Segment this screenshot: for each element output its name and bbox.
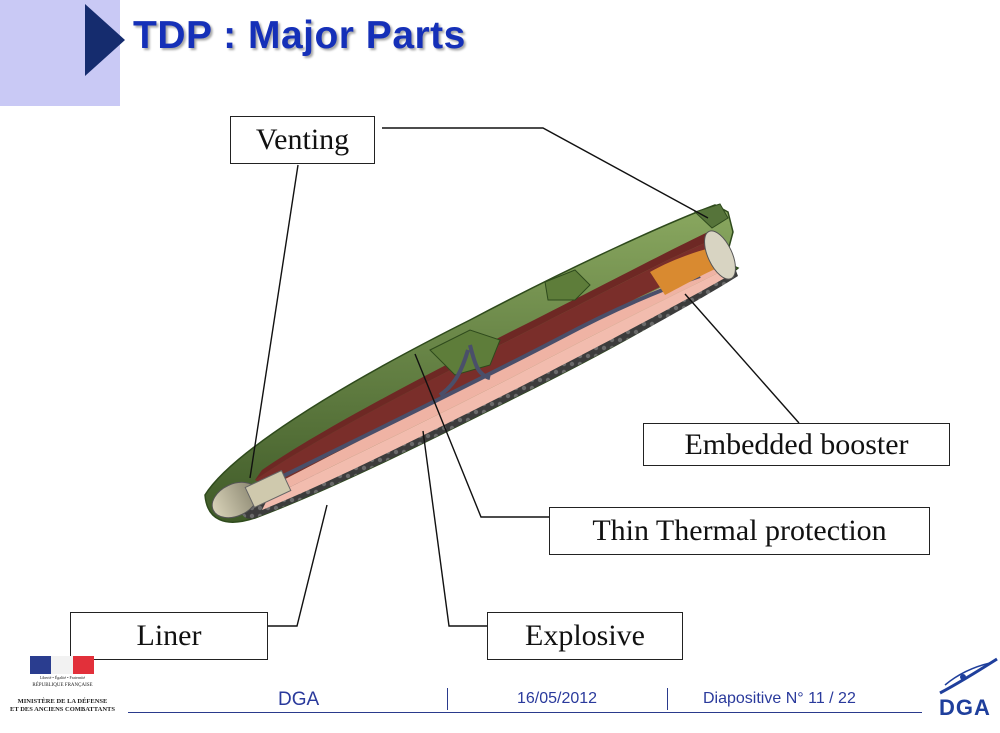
french-republic-logo [30,656,94,674]
venting-leader-right [382,127,709,219]
explosive-label: Explosive [487,612,683,660]
liner-leader [268,504,328,627]
booster-leader [684,293,800,424]
venting-label: Venting [230,116,375,164]
footer-rule [128,712,922,713]
vent-fitting-front [544,269,591,301]
thermal-leader [414,353,549,518]
footer-org: DGA [278,689,320,710]
leader-lines [249,127,800,627]
vent-fitting-mid [429,329,501,397]
explosive-light [262,268,732,510]
embedded-booster-label: Embedded booster [643,423,950,466]
projectile-body [204,203,740,523]
venting-leader-left [249,164,299,479]
explosive-light-upper [268,262,728,498]
footer-separator-1 [447,688,448,710]
slide-title: TDP : Major Parts [133,14,466,57]
ministry-motto: Liberté • Égalité • Fraternité [39,675,86,680]
thin-thermal-protection-label: Thin Thermal protection [549,507,930,555]
ministry-line-1: MINISTÈRE DE LA DÉFENSE [17,698,108,705]
vent-fitting-nose [694,203,729,229]
rear-plug [244,469,292,509]
footer-date: 16/05/2012 [517,690,598,707]
ministry-line-2: ET DES ANCIENS COMBATTANTS [10,706,115,713]
front-cap [704,230,736,280]
dga-logo-text: DGA [939,695,991,720]
liner-label: Liner [70,612,268,660]
dga-logo: DGA [935,655,1000,725]
footer-separator-2 [667,688,668,710]
explosive-dark-upper [255,232,712,480]
dga-swoosh-icon [939,657,998,695]
explosive-leader [422,430,487,627]
footer-slide-number: Diapositive N° 11 / 22 [703,690,856,707]
ministry-republic: RÉPUBLIQUE FRANÇAISE [32,683,93,688]
title-chevron-icon [85,4,125,76]
inner-tube [264,274,701,487]
